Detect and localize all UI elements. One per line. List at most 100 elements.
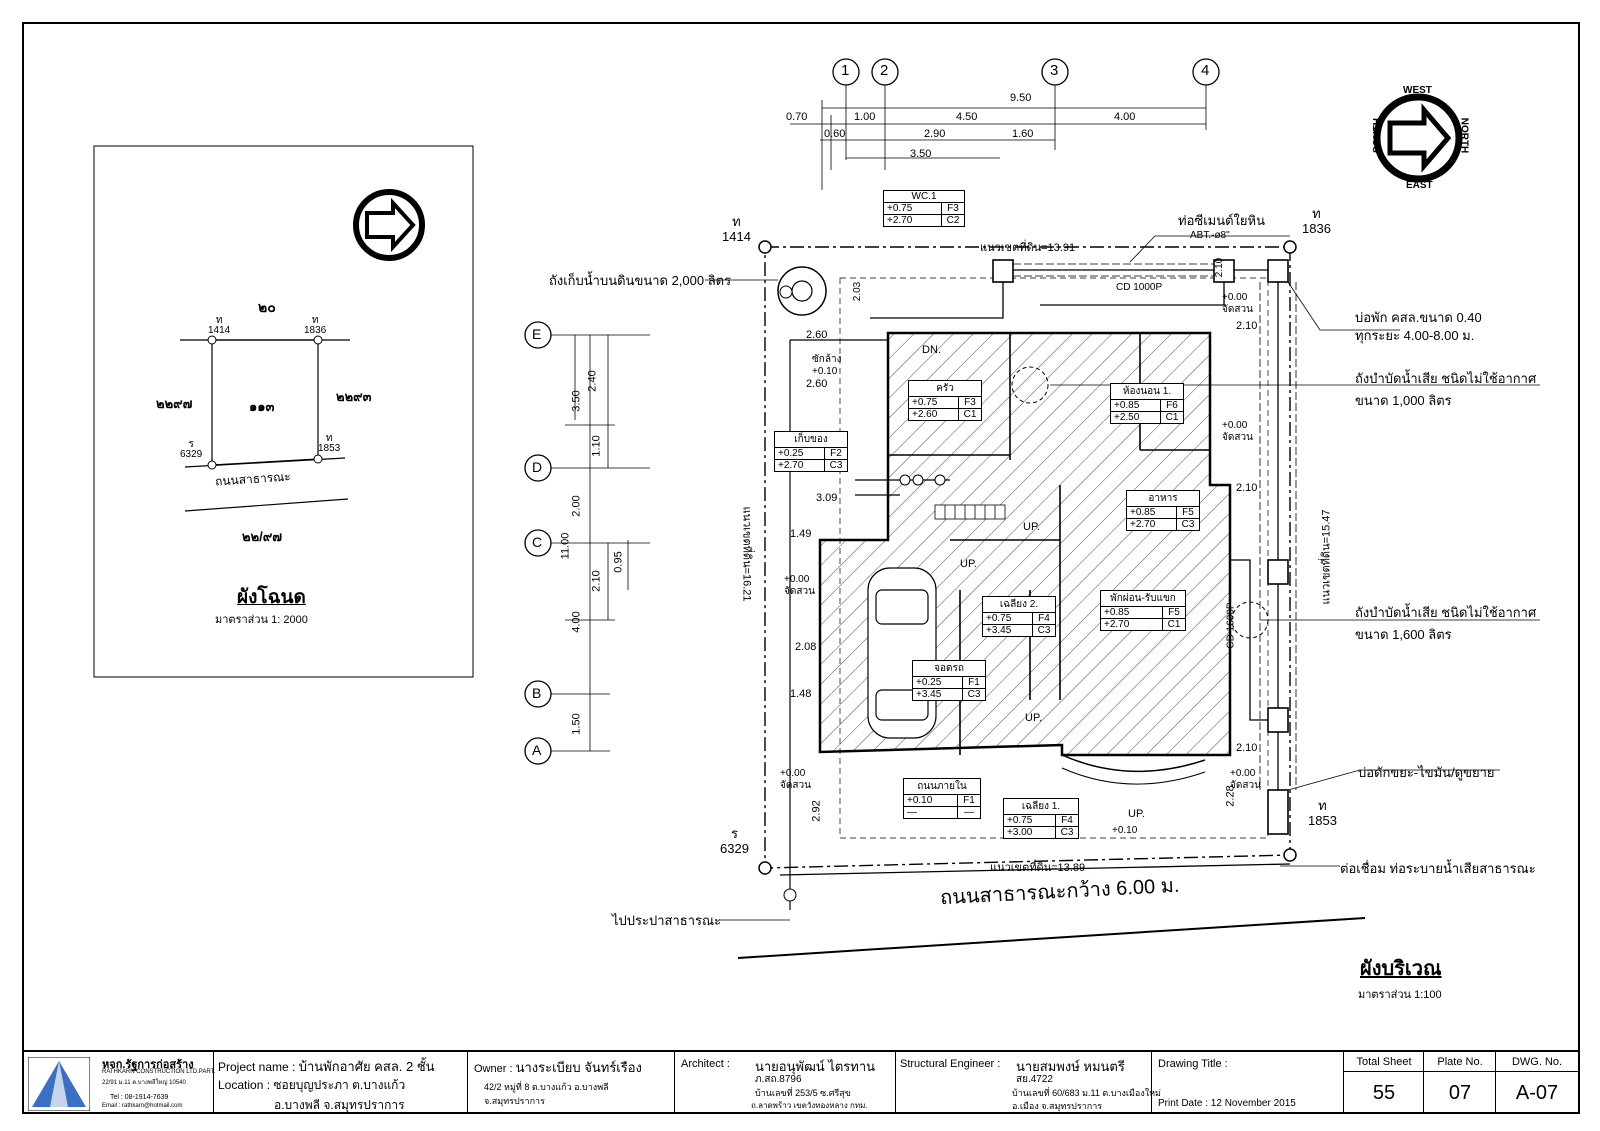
dim-top: 1.60	[1012, 128, 1034, 140]
setback-dim: 2.10	[1214, 257, 1226, 278]
label-dn: DN.	[922, 344, 941, 356]
callout-septic-2-size: ขนาด 1,600 ลิตร	[1355, 627, 1452, 642]
grid-col-3: 3	[1050, 62, 1059, 79]
company-address: 22/91 ม.11 ต.บางพลีใหญ่ 10540	[102, 1080, 186, 1086]
site-compass-icon	[1373, 93, 1463, 183]
architect-license: ภ.สถ.8796	[755, 1074, 802, 1085]
dwg-label: DWG. No.	[1511, 1056, 1563, 1068]
grid-row-a: A	[532, 742, 542, 758]
total-sheet-value: 55	[1372, 1082, 1396, 1104]
project-cell: Project name : บ้านพักอาศัย คสล. 2 ชั้น …	[214, 1052, 468, 1114]
label-up: UP.	[1025, 712, 1042, 724]
label-cd1600p: CD 1600P	[1225, 602, 1237, 649]
location-line2: อ.บางพลี จ.สมุทรปราการ	[274, 1098, 405, 1112]
owner-address-2: จ.สมุทรปราการ	[484, 1096, 545, 1106]
engineer-name: นายสมพงษ์ หมนตรี	[1016, 1059, 1125, 1074]
site-plan-scale: มาตราส่วน 1:100	[1358, 989, 1442, 1001]
engineer-cell: Structural Engineer : นายสมพงษ์ หมนตรี ส…	[896, 1052, 1161, 1114]
company-cell: หจก.รัฐการก่อสร้าง RATHKARN CONSTRUCTION…	[22, 1052, 216, 1114]
dim-left: 2.40	[586, 370, 599, 392]
setback-dim: 1.48	[790, 688, 812, 700]
project-name: Project name : บ้านพักอาศัย คสล. 2 ชั้น	[218, 1059, 435, 1074]
setback-dim: 2.10	[1236, 482, 1258, 494]
dwg-cell: DWG. No. A-07	[1496, 1052, 1578, 1114]
setback-dim: 2.03	[852, 281, 864, 302]
architect-address-2: ถ.ลาดพร้าว เขตวังทองหลาง กทม.	[751, 1101, 868, 1110]
label-cd1000p: CD 1000P	[1116, 282, 1163, 293]
dim-left: 2.00	[570, 495, 583, 517]
grid-row-b: B	[532, 685, 542, 701]
boundary-left-label: แนวเขตที่ดิน=16.21	[740, 506, 753, 602]
label-up: UP.	[1128, 808, 1145, 820]
engineer-address-2: อ.เมือง จ.สมุทรปราการ	[1012, 1101, 1103, 1111]
dim-left: 1.10	[590, 435, 603, 457]
grid-row-e: E	[532, 326, 542, 342]
dim-top: 1.00	[854, 111, 876, 123]
plate-value: 07	[1448, 1082, 1472, 1104]
compass-label: NORTH	[1458, 117, 1470, 154]
label-laundry-level: +0.10	[812, 366, 838, 377]
dim-top: 3.50	[910, 148, 932, 160]
dim-left: 4.00	[570, 611, 583, 633]
drawing-sheet	[22, 22, 1580, 1114]
total-sheet-cell: Total Sheet 55	[1344, 1052, 1424, 1114]
callout-manhole-spacing: ทุกระยะ 4.00-8.00 ม.	[1355, 328, 1475, 343]
deed-north-label: ๒๐	[258, 299, 276, 315]
label-laundry: ซักล้าง	[812, 354, 842, 365]
compass-label: SOUTH	[1372, 118, 1383, 153]
dwg-value: A-07	[1515, 1082, 1559, 1104]
engineer-label: Structural Engineer :	[900, 1058, 1001, 1070]
dim-left: 1.50	[570, 713, 583, 735]
setback-dim: 2.92	[810, 800, 823, 822]
architect-label: Architect :	[681, 1058, 730, 1070]
dim-top: 9.50	[1010, 92, 1032, 104]
grid-col-4: 4	[1201, 62, 1210, 79]
company-name-en: RATHKARN CONSTRUCTION LTD.PART.	[102, 1069, 216, 1075]
callout-septic-1-size: ขนาด 1,000 ลิตร	[1355, 393, 1452, 408]
company-name: หจก.รัฐการก่อสร้าง	[102, 1059, 194, 1071]
callout-manhole: บ่อพัก คสล.ขนาด 0.40	[1355, 310, 1482, 325]
engineer-license: สย.4722	[1016, 1074, 1053, 1085]
callout-sewer-connect: ต่อเชื่อม ท่อระบายน้ำเสียสาธารณะ	[1340, 861, 1536, 876]
setback-dim: 2.60	[806, 378, 828, 390]
total-sheet-label: Total Sheet	[1356, 1056, 1412, 1068]
dim-top: 0.60	[824, 128, 846, 140]
company-logo-icon	[28, 1057, 90, 1111]
setback-dim: 2.08	[795, 641, 817, 653]
callout-water-tank: ถังเก็บน้ำบนดินขนาด 2,000 ลิตร	[549, 273, 732, 288]
architect-name: นายอนุพัฒน์ ไตรทาน	[755, 1059, 876, 1074]
callout-asbestos-pipe: ท่อซีเมนต์ใยหิน	[1178, 213, 1265, 228]
deed-plan-scale: มาตราส่วน 1: 2000	[215, 614, 308, 626]
dim-top: 4.00	[1114, 111, 1136, 123]
setback-dim: 2.60	[806, 329, 828, 341]
setback-dim: 2.10	[1236, 320, 1258, 332]
deed-parcel-number: ๑๑๓	[249, 399, 275, 414]
print-date: Print Date : 12 November 2015	[1158, 1098, 1296, 1109]
plate-label: Plate No.	[1437, 1056, 1483, 1068]
setback-dim: 3.09	[816, 492, 838, 504]
location: Location : ซอยบุญประภา ต.บางแก้ว	[218, 1078, 406, 1092]
drawing-title-cell: Drawing Title : Print Date : 12 November…	[1152, 1052, 1344, 1114]
deed-compass-icon	[353, 189, 425, 261]
callout-grease-trap: บ่อดักขยะ-ไขมัน/ดูขยาย	[1358, 765, 1495, 780]
title-block: หจก.รัฐการก่อสร้าง RATHKARN CONSTRUCTION…	[22, 1050, 1580, 1114]
